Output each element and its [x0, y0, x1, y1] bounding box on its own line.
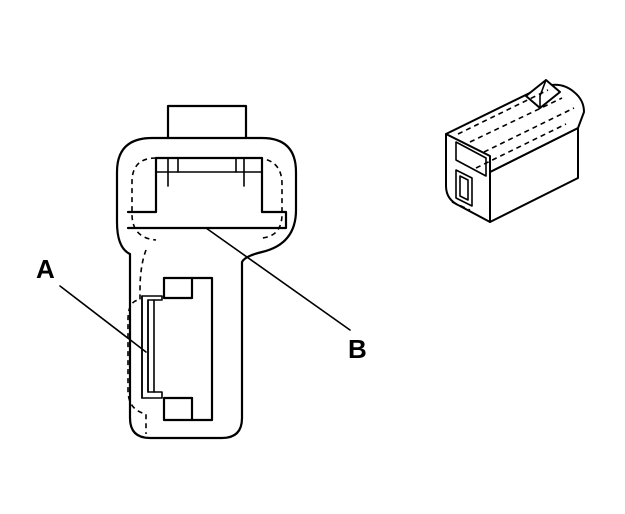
callout-label-a: A	[36, 254, 55, 284]
iso-front-face	[445, 133, 491, 223]
iso-latch	[525, 79, 561, 109]
lower-terminal-cavity	[162, 276, 214, 422]
dashed-inner-outline-lower	[127, 249, 147, 434]
callout-b: B	[205, 227, 367, 364]
upper-terminal-cavity	[126, 156, 288, 230]
callout-a: A	[36, 254, 147, 353]
connector-isometric-view	[445, 79, 585, 223]
connector-face-view	[115, 104, 298, 440]
top-tab	[166, 104, 248, 140]
connector-body-outline	[115, 136, 298, 440]
leader-line-b	[205, 227, 351, 331]
dashed-inner-outline-upper	[131, 157, 157, 241]
leader-line-a	[59, 285, 147, 353]
callout-label-b: B	[348, 334, 367, 364]
